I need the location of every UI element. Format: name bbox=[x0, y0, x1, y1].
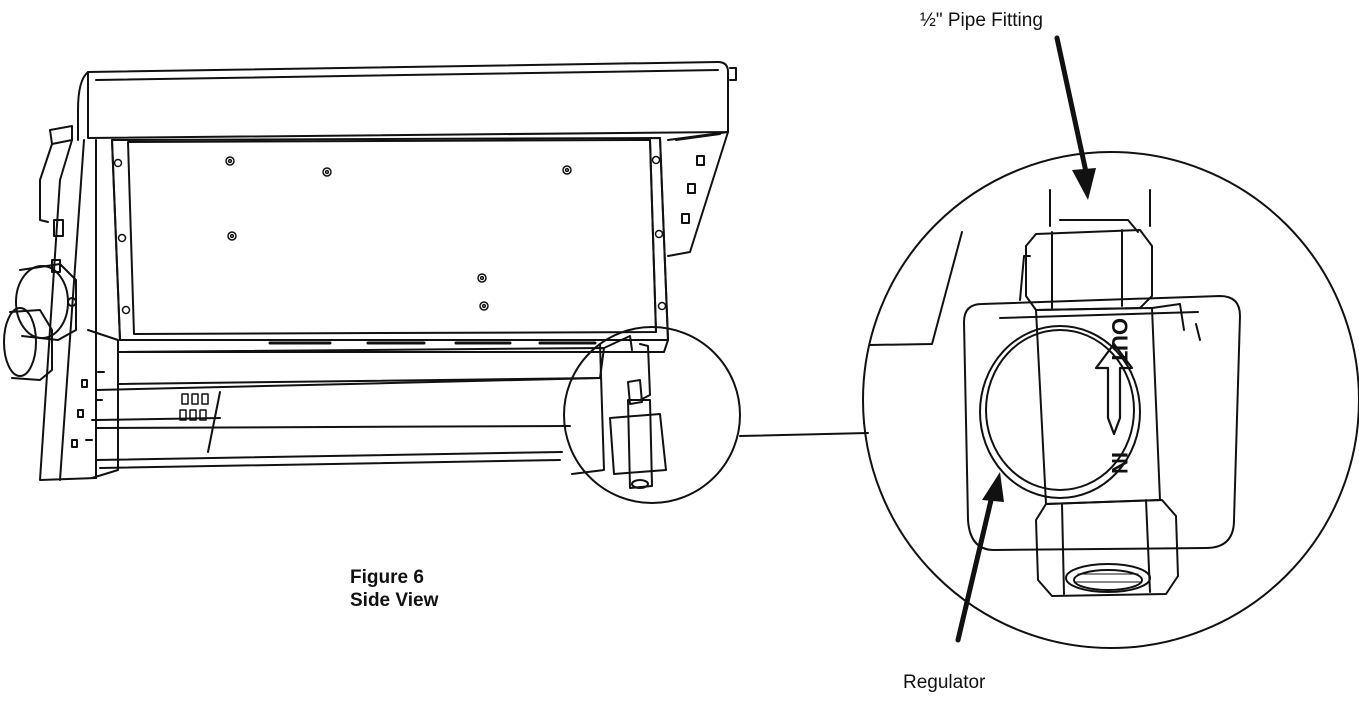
pipe-fitting-callout-label: ½" Pipe Fitting bbox=[920, 10, 1043, 31]
detail-connector-line bbox=[739, 432, 869, 437]
figure-caption: Figure 6 Side View bbox=[350, 566, 438, 612]
regulator-out-marking: OUT bbox=[1107, 318, 1132, 365]
figure-title: Side View bbox=[350, 590, 439, 611]
callout-arrow-regulator bbox=[955, 493, 995, 643]
grill-body-illustration bbox=[3, 61, 737, 489]
callout-arrow-pipe-fitting bbox=[1054, 35, 1089, 175]
figure-number: Figure 6 bbox=[350, 567, 424, 588]
regulator-in-marking: IN bbox=[1107, 452, 1132, 474]
detail-circle-small bbox=[563, 326, 741, 504]
callout-arrowhead-pipe-fitting bbox=[1072, 168, 1096, 200]
detail-circle-large bbox=[862, 151, 1359, 649]
callout-arrowhead-regulator bbox=[982, 472, 1004, 502]
regulator-zoom-illustration bbox=[862, 151, 1359, 649]
regulator-callout-label: Regulator bbox=[903, 672, 986, 693]
